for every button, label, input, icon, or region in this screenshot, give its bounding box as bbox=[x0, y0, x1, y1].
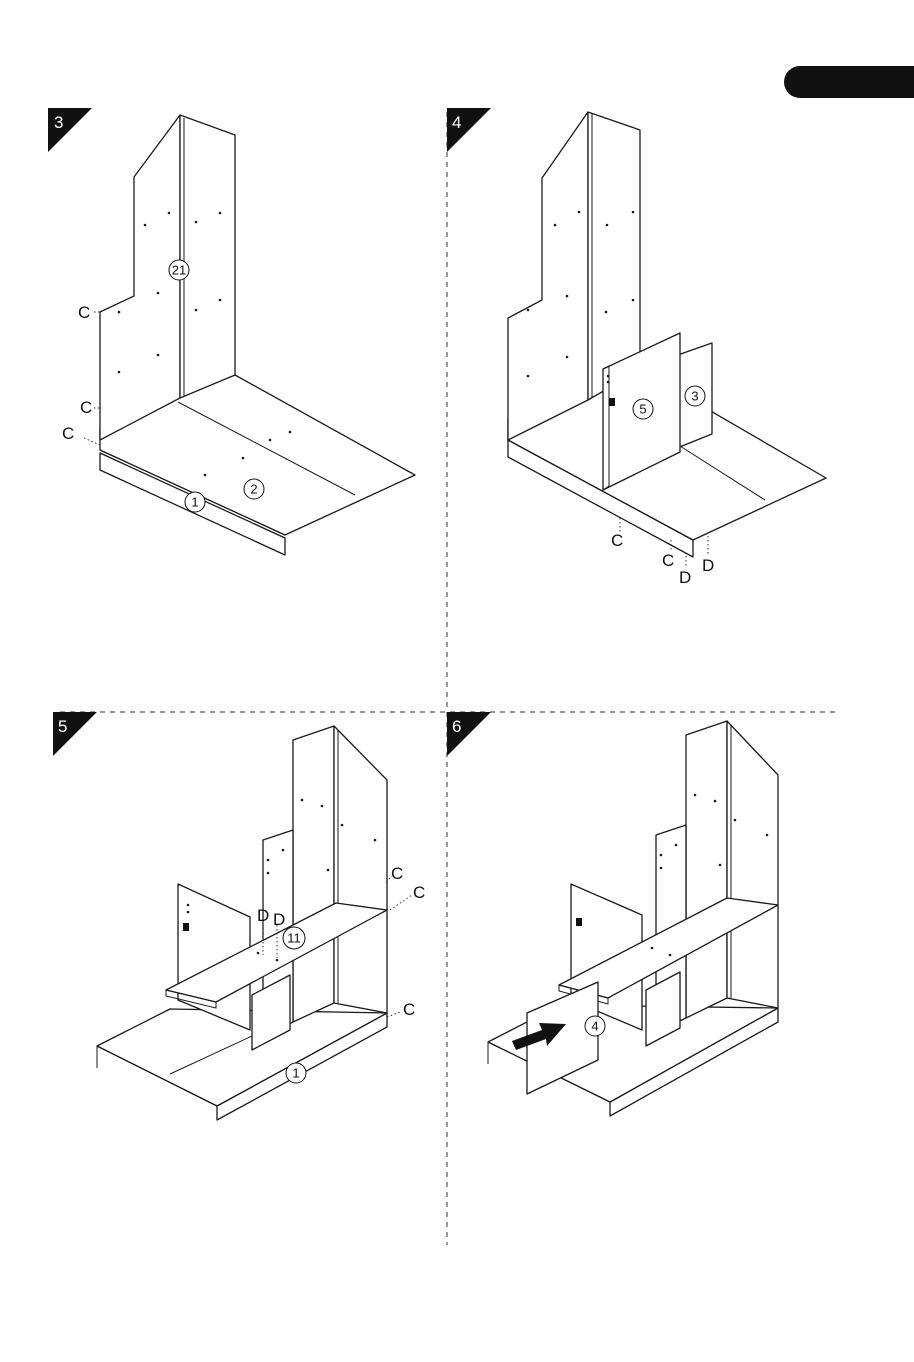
part-callout: 1 bbox=[185, 492, 205, 512]
svg-text:3: 3 bbox=[691, 389, 698, 404]
part-callout: 5 bbox=[633, 399, 653, 419]
label-c: C bbox=[662, 551, 674, 570]
label-d: D bbox=[679, 568, 691, 587]
label-c: C bbox=[413, 883, 425, 902]
svg-text:11: 11 bbox=[287, 931, 301, 946]
label-c: C bbox=[391, 864, 403, 883]
label-c: C bbox=[80, 398, 92, 417]
label-c: C bbox=[611, 531, 623, 550]
part-callout: 2 bbox=[244, 479, 264, 499]
part-callout: 1 bbox=[286, 1063, 306, 1083]
step-number: 4 bbox=[452, 113, 461, 132]
step-number: 5 bbox=[58, 717, 67, 736]
svg-text:5: 5 bbox=[639, 402, 646, 417]
svg-text:1: 1 bbox=[292, 1066, 299, 1081]
svg-text:1: 1 bbox=[191, 495, 198, 510]
label-c: C bbox=[62, 424, 74, 443]
label-d: D bbox=[702, 556, 714, 575]
label-d: D bbox=[257, 906, 269, 925]
part-callout: 11 bbox=[283, 927, 305, 949]
part-callout: 4 bbox=[585, 1016, 605, 1036]
step-6: 6 4 bbox=[447, 712, 778, 1116]
page-tab bbox=[784, 66, 914, 98]
label-c: C bbox=[78, 303, 90, 322]
label-c: C bbox=[403, 1000, 415, 1019]
label-d: D bbox=[273, 910, 285, 929]
svg-text:4: 4 bbox=[591, 1019, 598, 1034]
part-callout: 3 bbox=[685, 386, 705, 406]
svg-text:2: 2 bbox=[250, 482, 257, 497]
part-callout: 21 bbox=[169, 260, 189, 280]
step-3: 3 C C C 21 bbox=[48, 108, 415, 555]
step-number: 3 bbox=[54, 113, 63, 132]
step-4: 4 C C D D 5 bbox=[447, 108, 826, 587]
step-5: 5 C C C bbox=[53, 712, 425, 1120]
step-number: 6 bbox=[452, 717, 461, 736]
svg-text:21: 21 bbox=[172, 263, 186, 278]
